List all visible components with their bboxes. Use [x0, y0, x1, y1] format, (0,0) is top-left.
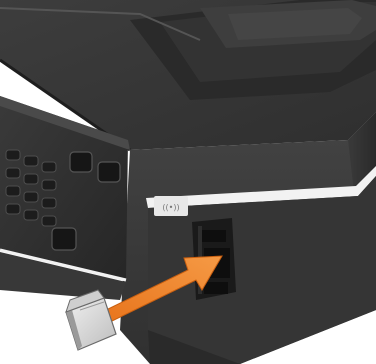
svg-text:((•)): ((•)): [162, 203, 179, 212]
printer-body: [120, 112, 376, 364]
wifi-indicator-icon: ((•)): [154, 196, 188, 216]
